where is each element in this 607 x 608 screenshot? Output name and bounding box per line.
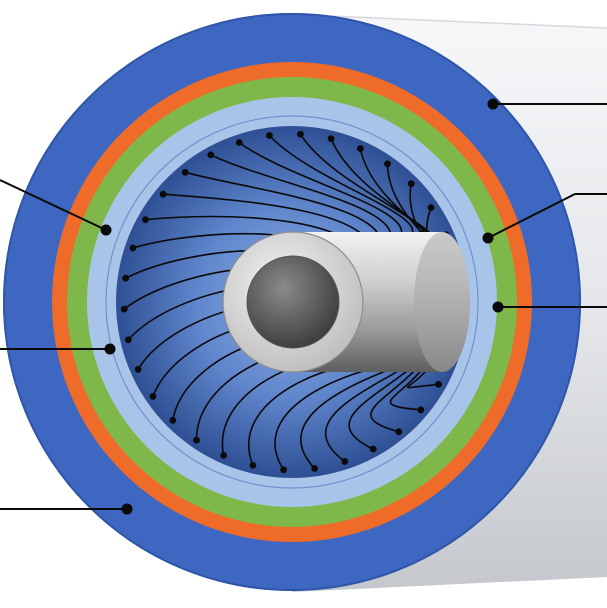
wire-terminal-dot [142,216,149,224]
wire-terminal-dot [124,336,132,344]
wire-terminal-dot [207,151,215,159]
wire-terminal-dot [280,466,287,474]
wire-terminal-dot [159,190,167,198]
wire-terminal-dot [181,168,189,176]
wire-terminal-dot [427,204,435,212]
wire-terminal-dot [129,244,137,252]
callout-dot-mid-right-upper [482,232,494,244]
callout-dot-top-right [487,98,499,110]
wire-terminal-dot [327,135,335,143]
wire-terminal-dot [311,465,318,472]
wire-terminal-dot [249,462,257,469]
wire-terminal-dot [235,139,243,146]
callout-dot-lower-left [121,503,133,515]
wire-terminal-dot [120,305,128,313]
wire-terminal-dot [435,380,442,388]
callout-dot-mid-right-lower [492,301,504,313]
wire-terminal-dot [417,406,425,414]
outer-jacket-edge [3,13,581,591]
wire-terminal-dot [395,428,403,436]
wire-terminal-dot [149,393,157,400]
callout-line-upper-left [0,179,107,231]
wire-terminal-dot [134,365,142,373]
wire-terminal-dot [297,130,304,138]
callout-line-mid-right-upper [487,193,607,239]
wire-terminal-dot [169,416,177,424]
wire-terminal-dot [193,436,200,444]
callout-dot-upper-left [100,224,112,236]
inner-pipe-hole [246,255,340,349]
outer-shell-top-edge [329,15,607,29]
wire-terminal-dot [341,458,349,465]
wire-terminal-dot [220,452,228,459]
wire-terminal-dot [384,160,391,168]
callout-dot-mid-left [104,343,116,355]
inner-pipe-end [414,232,470,372]
wire-terminal-dot [369,445,377,453]
wire-terminal-dot [122,274,130,282]
wire-terminal-dot [266,132,273,139]
wire-terminal-dot [357,145,364,153]
inner-conductor [222,231,470,373]
light-blue-inner-edge [105,115,479,489]
callouts [0,98,607,515]
wire-terminal-dot [407,180,415,188]
